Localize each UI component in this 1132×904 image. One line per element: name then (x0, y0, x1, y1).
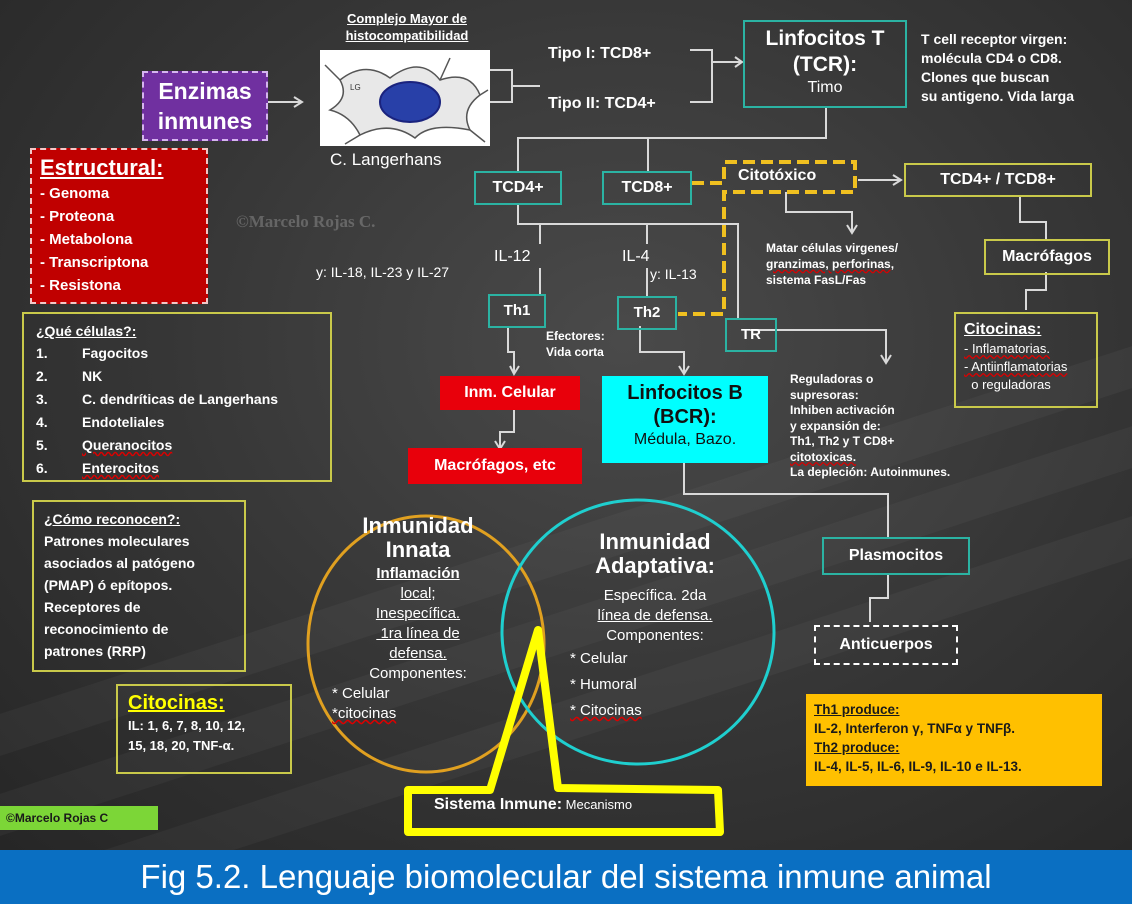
macrofagos-etc-box: Macrófagos, etc (408, 448, 582, 484)
matar-note: Matar células virgenes/ granzimas, perfo… (766, 241, 899, 287)
reguladoras-note: Reguladoras o supresoras: Inhiben activa… (790, 372, 951, 479)
inmunidad-adaptativa: Inmunidad Adaptativa: Específica. 2da lí… (570, 529, 715, 720)
langerhans-cell-image: LG (320, 50, 490, 146)
enzimas-inmunes-box: Enzimas inmunes (142, 71, 268, 141)
tipo-i-label: Tipo I: TCD8+ (548, 45, 652, 62)
list-item: 2.NK (36, 368, 103, 384)
citocinas-left-box: Citocinas: IL: 1, 6, 7, 8, 10, 12, 15, 1… (116, 684, 292, 774)
anticuerpos-box: Anticuerpos (814, 625, 958, 665)
watermark: ©Marcelo Rojas C. (236, 212, 376, 231)
estructural-box: Estructural: - Genoma - Proteona - Metab… (30, 148, 208, 304)
il12-extra: y: IL-18, IL-23 y IL-27 (316, 264, 450, 280)
tcd4-box: TCD4+ (474, 171, 562, 205)
linfocitos-b-box: Linfocitos B (BCR): Médula, Bazo. (602, 376, 768, 463)
th2-box: Th2 (617, 296, 677, 330)
list-item: 5.Queranocitos (36, 437, 173, 453)
mhc-title: Complejo Mayor de histocompatibilidad (345, 11, 469, 43)
list-item: 1.Fagocitos (36, 345, 149, 361)
tcell-note: T cell receptor virgen: molécula CD4 o C… (921, 31, 1075, 104)
tcd4-tcd8-box: TCD4+ / TCD8+ (904, 163, 1092, 197)
efectores-note: Efectores: Vida corta (546, 329, 605, 359)
il12-label: IL-12 (494, 248, 531, 265)
tr-box: TR (725, 318, 777, 352)
sistema-inmune-label: Sistema Inmune: Mecanismo (434, 796, 633, 813)
svg-text:LG: LG (350, 83, 361, 92)
plasmocitos-box: Plasmocitos (822, 537, 970, 575)
list-item: 4.Endoteliales (36, 414, 165, 430)
th-produce-box: Th1 produce: IL-2, Interferon γ, TNFα y … (806, 694, 1102, 786)
macrofagos-box-right: Macrófagos (984, 239, 1110, 275)
list-item: 6.Enterocitos (36, 460, 160, 476)
inm-celular-box: Inm. Celular (440, 376, 580, 410)
tcd8-box: TCD8+ (602, 171, 692, 205)
como-reconocen-box: ¿Cómo reconocen?: Patrones moleculares a… (32, 500, 246, 672)
langerhans-label: C. Langerhans (330, 150, 442, 169)
slide-background: Complejo Mayor de histocompatibilidad LG… (0, 0, 1132, 850)
figure-caption: Fig 5.2. Lenguaje biomolecular del siste… (0, 850, 1132, 904)
th1-box: Th1 (488, 294, 546, 328)
citotoxico-label: Citotóxico (738, 167, 817, 184)
inmunidad-innata: Inmunidad Innata Inflamación local; Ines… (332, 513, 474, 723)
tipo-ii-label: Tipo II: TCD4+ (548, 95, 656, 112)
il4-extra: y: IL-13 (650, 266, 697, 282)
il4-label: IL-4 (622, 248, 650, 265)
citocinas-right-box: Citocinas: - Inflamatorias. - Antiinflam… (954, 312, 1098, 408)
que-celulas-box: ¿Qué células?: 1.Fagocitos 2.NK 3.C. den… (22, 312, 332, 482)
linfocitos-t-box: Linfocitos T (TCR): Timo (743, 20, 907, 108)
list-item: 3.C. dendríticas de Langerhans (36, 391, 279, 407)
credit-badge: ©Marcelo Rojas C (0, 806, 158, 830)
